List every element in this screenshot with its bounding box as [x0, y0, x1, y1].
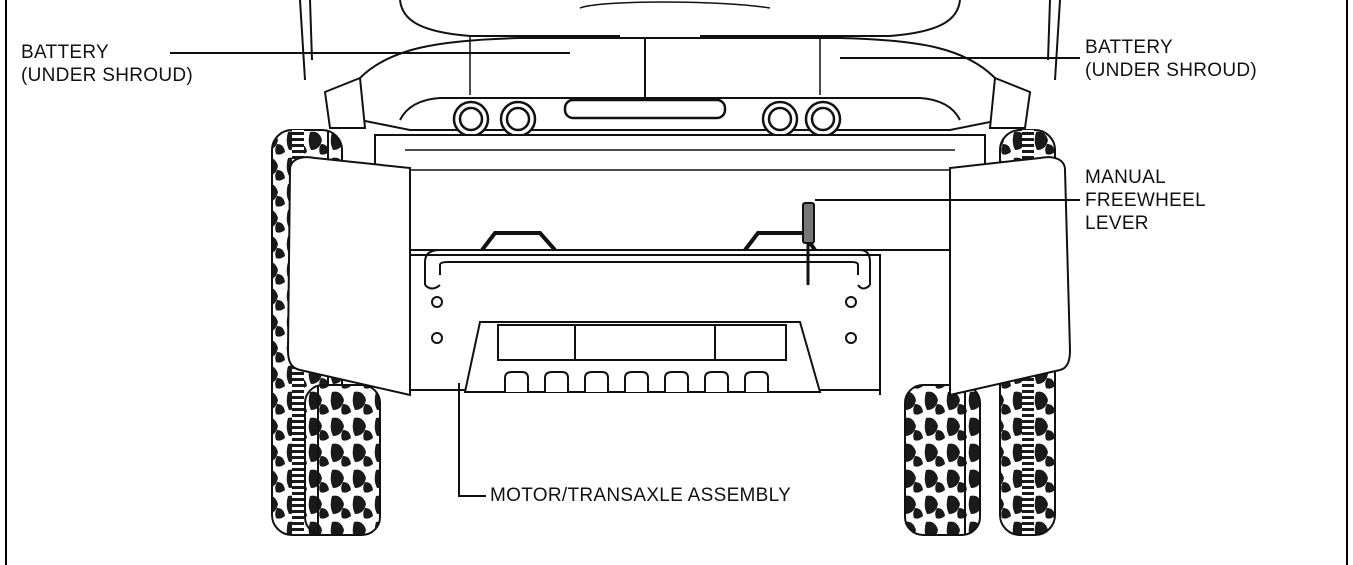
- grab-bar: [424, 231, 871, 290]
- rear-body-panel: [374, 134, 986, 251]
- label-battery-left: BATTERY (UNDER SHROUD): [21, 41, 193, 87]
- label-battery-right: BATTERY (UNDER SHROUD): [1085, 36, 1257, 82]
- label-battery-left-line2: (UNDER SHROUD): [21, 65, 194, 86]
- left-inner-tire: [304, 384, 381, 536]
- label-battery-right-line1: BATTERY: [1085, 37, 1173, 58]
- label-freewheel-line2: FREEWHEEL: [1085, 190, 1206, 211]
- fenders: [286, 156, 1072, 397]
- label-battery-left-line1: BATTERY: [21, 42, 109, 63]
- label-manual-freewheel-lever: MANUAL FREEWHEEL LEVER: [1085, 166, 1206, 235]
- motor-transaxle-housing: [463, 321, 822, 393]
- label-battery-right-line2: (UNDER SHROUD): [1085, 60, 1258, 81]
- leader-motor: [458, 383, 486, 497]
- label-freewheel-line1: MANUAL: [1085, 167, 1166, 188]
- seat-back: [299, 0, 1061, 81]
- label-freewheel-line3: LEVER: [1085, 213, 1149, 234]
- leader-lines: [170, 52, 1080, 497]
- label-motor-transaxle-assembly: MOTOR/TRANSAXLE ASSEMBLY: [490, 485, 792, 506]
- freewheel-lever: [802, 202, 815, 285]
- tail-lights: [452, 98, 842, 138]
- figure-frame: [5, 0, 1348, 565]
